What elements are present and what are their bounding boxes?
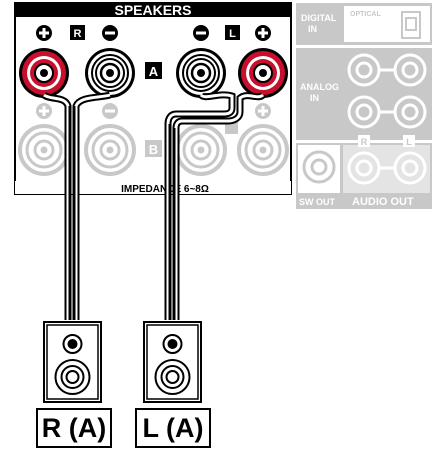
channel-r-text: R: [74, 28, 82, 40]
row-b-marker: [145, 140, 162, 157]
woofer-icon: [54, 359, 91, 395]
terminal-b-l-plus[interactable]: [237, 124, 289, 176]
optical-port-icon: [401, 11, 421, 39]
channel-l-marker: [225, 25, 240, 40]
panel-title-bar: [15, 3, 291, 17]
optical-label: OPTICAL: [350, 11, 381, 18]
row-a-markers: R L A: [36, 25, 271, 79]
row-b-text: B: [149, 142, 158, 157]
tweeter-icon: [162, 334, 183, 354]
side-panel: DIGITAL IN OPTICAL ANALOG IN SW OUT R L: [296, 3, 432, 209]
row-a-marker: [145, 62, 162, 79]
channel-l-text: L: [229, 28, 236, 40]
sw-out-label: SW OUT: [299, 197, 335, 207]
channel-r-marker: [70, 25, 85, 40]
terminal-a-r-minus[interactable]: [85, 48, 135, 98]
cable-r-inner: [43, 93, 70, 320]
speaker-right-label: R (A): [36, 408, 112, 448]
terminal-b-l-minus[interactable]: [175, 124, 227, 176]
audio-out-r-marker: [358, 135, 370, 147]
audio-out-l-marker: [403, 135, 415, 147]
sw-out-jack[interactable]: [302, 150, 336, 184]
speaker-left-label: L (A): [135, 408, 211, 448]
woofer-icon: [154, 359, 191, 395]
speaker-cables: [41, 91, 266, 320]
audio-out-label: AUDIO OUT: [352, 196, 414, 208]
digital-in-label-2: IN: [308, 24, 317, 34]
terminal-a-l-minus[interactable]: [176, 48, 226, 98]
row-a-text: A: [149, 64, 159, 79]
audio-out-r-text: R: [361, 137, 368, 147]
analog-in-jacks: [347, 53, 427, 129]
terminal-b-r-plus[interactable]: [18, 124, 70, 176]
speaker-right: [43, 321, 102, 403]
digital-in-label-1: DIGITAL: [301, 13, 337, 23]
row-b-markers: B: [36, 103, 271, 157]
analog-in-label-2: IN: [310, 93, 319, 103]
terminal-b-r-minus[interactable]: [84, 124, 136, 176]
panel-title: SPEAKERS: [114, 2, 191, 18]
audio-out-l-text: L: [406, 137, 412, 147]
audio-out-jacks[interactable]: [347, 151, 427, 185]
terminal-a-r-plus[interactable]: [19, 48, 69, 98]
tweeter-icon: [62, 334, 83, 354]
terminal-a-l-plus[interactable]: [238, 48, 288, 98]
analog-in-label-1: ANALOG: [300, 82, 339, 92]
speaker-left: [143, 321, 202, 403]
